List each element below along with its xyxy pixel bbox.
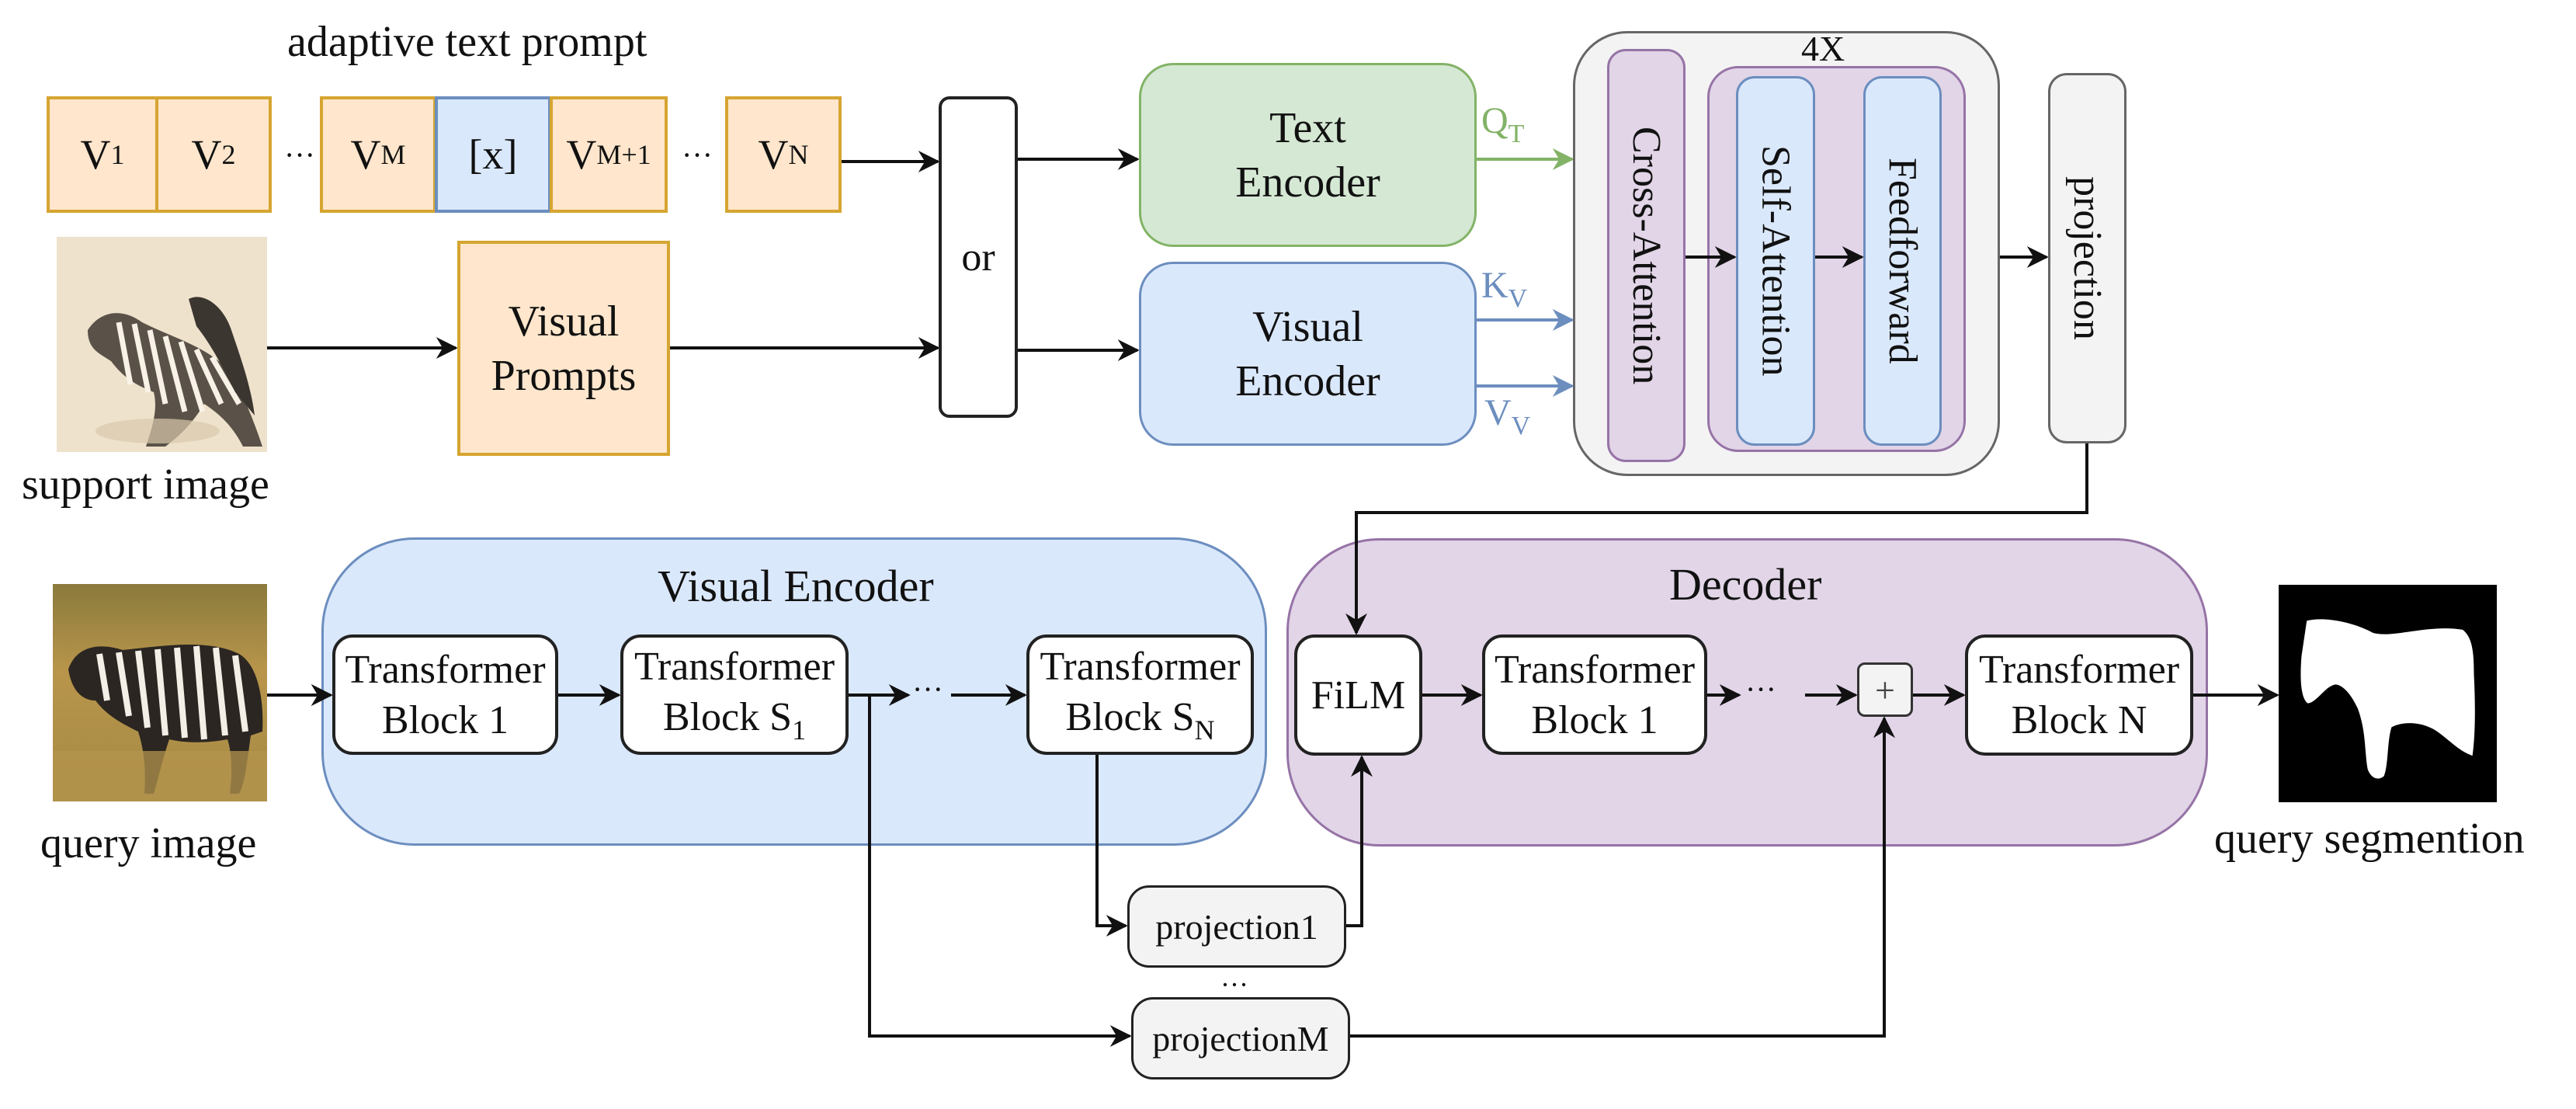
visual-prompts-box: Visual Prompts	[457, 241, 670, 456]
v-visual-label: VV	[1484, 395, 1530, 440]
projection1-box: projection1	[1127, 885, 1346, 968]
token-sub: 2	[221, 139, 236, 170]
plus-icon: +	[1875, 669, 1895, 710]
feedforward-box: Feedforward	[1863, 76, 1942, 446]
k-base: K	[1481, 265, 1508, 306]
k-sub: V	[1508, 284, 1528, 313]
decoder-transformer-block-1: Transformer Block 1	[1482, 634, 1707, 755]
encoder-ellipsis: ···	[912, 672, 943, 707]
segmentation-mask-shape	[2279, 585, 2497, 802]
visual-prompts-line1: Visual	[508, 297, 620, 346]
block-line1: Transformer	[1978, 648, 2180, 692]
q-text-label: QT	[1481, 103, 1524, 148]
cross-attention-label: Cross-Attention	[1624, 126, 1668, 385]
text-encoder-box: Text Encoder	[1139, 63, 1477, 247]
add-operator-box: +	[1857, 662, 1913, 717]
support-image	[57, 237, 267, 452]
query-segmentation-label: query segmention	[2214, 815, 2525, 863]
projection-label: projection	[2065, 176, 2109, 340]
block-line2-text: Block S	[1065, 695, 1195, 739]
support-image-label: support image	[22, 461, 269, 509]
decoder-ellipsis: ···	[1745, 672, 1776, 707]
or-label: or	[961, 235, 995, 280]
k-visual-label: KV	[1481, 267, 1527, 312]
block-sub: 1	[792, 714, 807, 746]
self-attention-box: Self-Attention	[1736, 76, 1815, 446]
film-label: FiLM	[1311, 673, 1406, 718]
query-image	[53, 584, 267, 801]
projection-box: projection	[2048, 73, 2126, 443]
transformer-block-sn: Transformer Block SN	[1026, 634, 1254, 755]
block-index: 1	[488, 697, 509, 742]
text-encoder-line1: Text	[1269, 103, 1346, 152]
film-box: FiLM	[1294, 634, 1422, 756]
token-sub: 1	[110, 139, 125, 170]
text-encoder-line2: Encoder	[1235, 158, 1380, 207]
projection1-label: projection1	[1155, 906, 1318, 947]
zebra-support-picture	[57, 237, 267, 452]
adaptive-text-prompt-label: adaptive text prompt	[287, 18, 647, 66]
token-ellipsis-2: ···	[682, 137, 713, 172]
block-sub: N	[1194, 714, 1215, 746]
visual-encoder-title: Visual Encoder	[658, 561, 934, 611]
token-base: [x]	[468, 131, 518, 178]
block-line2: Block N	[2011, 698, 2147, 742]
q-base: Q	[1481, 100, 1508, 141]
projection-ellipsis: ···	[1220, 969, 1248, 1000]
v-sub: V	[1511, 412, 1531, 440]
block-line2: Block 1	[1531, 697, 1658, 742]
transformer-block-1: Transformer Block 1	[332, 634, 558, 755]
q-sub: T	[1508, 120, 1525, 148]
or-selector-box: or	[939, 96, 1018, 418]
block-line2-text: Block S	[662, 695, 793, 739]
block-line2: Block 1	[382, 695, 509, 746]
projectionM-label: projectionM	[1152, 1018, 1329, 1059]
block-line1: Transformer	[1494, 647, 1696, 692]
zebra-query-picture	[53, 584, 267, 801]
token-base: V	[566, 131, 597, 178]
block-line1: Transformer	[634, 645, 835, 689]
visual-encoder-line1: Visual	[1252, 302, 1363, 351]
token-class-x: [x]	[435, 96, 551, 213]
decoder-title: Decoder	[1669, 559, 1822, 610]
projectionM-box: projectionM	[1131, 997, 1350, 1079]
visual-prompts-line2: Prompts	[491, 351, 637, 400]
feedforward-label: Feedforward	[1880, 158, 1925, 364]
block-line2: Block S1	[663, 692, 806, 748]
token-base: V	[191, 131, 222, 178]
transformer-block-s1: Transformer Block S1	[620, 634, 849, 755]
v-base: V	[1484, 392, 1512, 433]
visual-encoder-box-top: Visual Encoder	[1139, 262, 1477, 446]
decoder-transformer-block-n: Transformer Block N	[1965, 634, 2193, 756]
token-base: V	[350, 131, 381, 178]
token-base: V	[758, 131, 789, 178]
query-image-label: query image	[40, 819, 257, 867]
block-line2-text: Block	[381, 697, 489, 742]
block-line1: Transformer	[1040, 645, 1241, 689]
token-sub: M+1	[596, 139, 651, 170]
visual-encoder-line2: Encoder	[1235, 356, 1380, 405]
token-sub: N	[788, 139, 809, 170]
block-line1: Transformer	[345, 647, 546, 692]
token-base: V	[80, 131, 111, 178]
token-ellipsis-1: ···	[284, 137, 315, 172]
token-sub: M	[380, 139, 406, 170]
cross-attention-box: Cross-Attention	[1607, 49, 1686, 462]
self-attention-label: Self-Attention	[1753, 145, 1798, 377]
block-line2: Block SN	[1065, 692, 1214, 748]
repeat-label: 4X	[1801, 29, 1845, 68]
query-segmentation-mask	[2279, 585, 2497, 802]
